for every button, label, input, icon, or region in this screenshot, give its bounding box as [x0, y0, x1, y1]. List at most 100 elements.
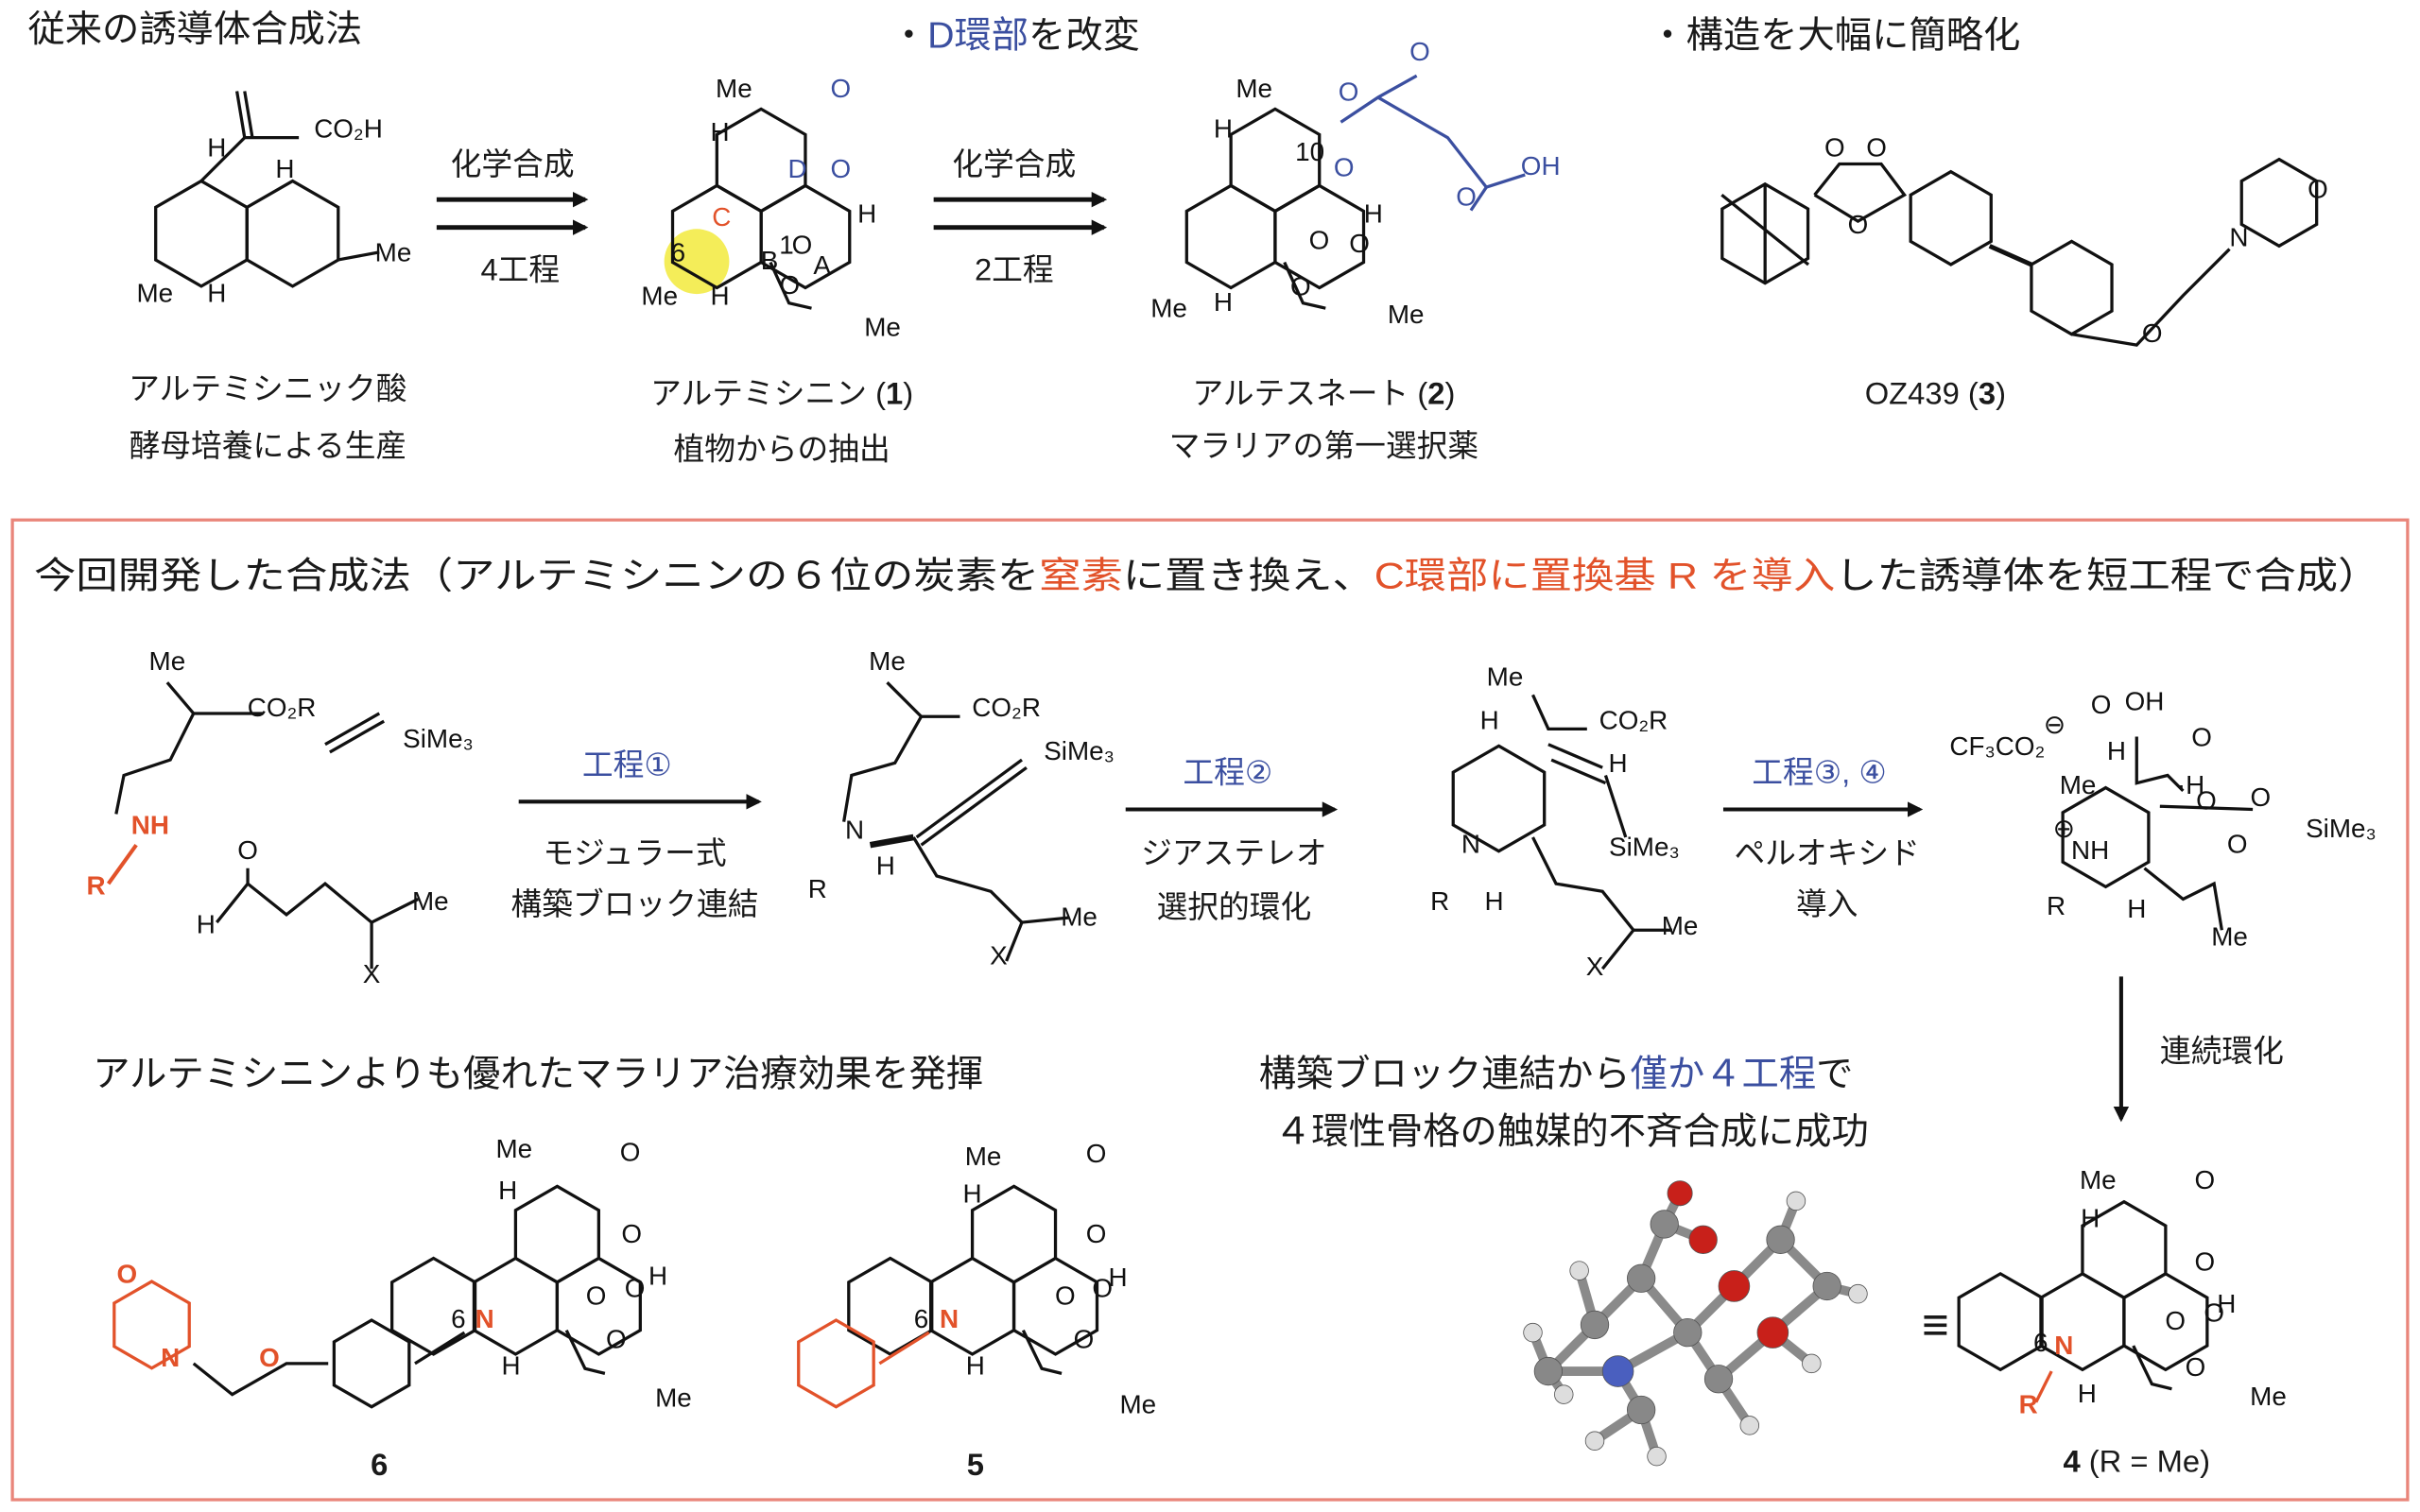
- atom-label-aa: CO₂H: [314, 114, 383, 144]
- bond: [243, 91, 254, 138]
- bond: [1531, 694, 1587, 730]
- atom-label-aa: Me: [136, 278, 173, 307]
- ring-lactone: [715, 107, 807, 214]
- atom-label-i3: H: [2107, 736, 2126, 765]
- model-atom: [1523, 1322, 1543, 1343]
- ring-left: [1184, 183, 1277, 290]
- ring-left: [2039, 1271, 2126, 1372]
- atom-label-i2: N: [1461, 829, 1480, 858]
- model-atom: [1756, 1316, 1789, 1349]
- step-2-arrow: 工程② ジアステレオ 選択的環化: [1125, 755, 1339, 924]
- bond: [1547, 743, 1603, 769]
- atom-label-i3: R: [2047, 891, 2066, 920]
- atom-label-oz: O: [2142, 318, 2163, 348]
- atom-label-c6: Me: [495, 1134, 532, 1163]
- atom-label-as: OH: [1521, 151, 1561, 180]
- atom-label-i1: R: [808, 874, 827, 903]
- step-1-arrow: 工程① モジュラー式 構築ブロック連結: [511, 747, 762, 921]
- atom-label-c5: O: [1086, 1139, 1107, 1168]
- atom-label-art: Me: [864, 312, 901, 341]
- atom-label-c4: H: [2217, 1289, 2236, 1318]
- ring-b: [245, 179, 340, 288]
- atom-label-c6: H: [501, 1350, 520, 1380]
- atom-label-art: Me: [716, 74, 752, 103]
- atom-label-c5: 6: [914, 1304, 928, 1333]
- atom-label-i3: O: [2250, 782, 2271, 812]
- atom-label-c4: O: [2204, 1298, 2224, 1328]
- model-atom: [1703, 1365, 1734, 1394]
- bond: [2071, 248, 2231, 347]
- atom-label-oz: O: [1848, 210, 1869, 239]
- morpholine: [112, 1280, 191, 1370]
- benzene: [2030, 239, 2114, 336]
- atom-label-c6: H: [498, 1176, 517, 1205]
- bond: [337, 250, 380, 262]
- bond: [192, 1362, 329, 1397]
- model-atom: [1580, 1310, 1610, 1340]
- bond: [1550, 758, 1607, 785]
- atom-label-c6: Me: [655, 1383, 692, 1413]
- bond: [1376, 95, 1526, 189]
- arrow-chem-synthesis-2-steps: 化学合成 2工程: [933, 146, 1108, 286]
- compound-6-label: 6: [371, 1447, 388, 1482]
- atom-label-i1: Me: [869, 646, 906, 676]
- bond: [216, 881, 419, 925]
- model-atom: [1848, 1283, 1868, 1304]
- atom-label-i3: ⊖: [2044, 710, 2066, 739]
- bond: [1005, 921, 1024, 962]
- atom-label-as: O: [1309, 226, 1330, 255]
- model-atom: [1626, 1395, 1656, 1425]
- summary-line-1: 構築ブロック連結から僅か４工程で: [1259, 1054, 1854, 1095]
- bond: [878, 1331, 930, 1366]
- atom-label-i3: ⊕: [2053, 814, 2075, 843]
- atom-label-i2: R: [1430, 886, 1449, 916]
- atom-label-c4: O: [2195, 1247, 2216, 1277]
- caption-oz439: OZ439 (3): [1865, 375, 2006, 410]
- svg-text:OZ439 (3): OZ439 (3): [1865, 375, 2006, 410]
- atom-label-art: B: [761, 246, 779, 275]
- model-atom: [1802, 1353, 1822, 1374]
- atom-label-c6: H: [648, 1261, 667, 1290]
- summary-line-2: ４環性骨格の触媒的不斉合成に成功: [1274, 1110, 1869, 1152]
- svg-text:酵母培養による生産: 酵母培養による生産: [129, 428, 406, 463]
- atom-label-c5: O: [1074, 1324, 1095, 1353]
- atom-label-c4: O: [2186, 1352, 2206, 1382]
- model-atom: [1647, 1446, 1667, 1467]
- atom-label-sm: X: [363, 959, 381, 988]
- atom-label-i2: X: [1586, 952, 1604, 981]
- atom-label-c6: O: [620, 1137, 641, 1166]
- atom-label-c4: 6: [2033, 1328, 2048, 1357]
- atom-label-i2: H: [1609, 748, 1628, 778]
- atom-label-i1: SiMe₃: [1044, 736, 1115, 765]
- atom-label-art: C: [712, 202, 731, 232]
- atom-label-i1: H: [876, 850, 895, 880]
- atom-label-c4: H: [2081, 1204, 2100, 1233]
- atom-label-i2: Me: [1662, 911, 1699, 940]
- piperidine: [1451, 744, 1547, 853]
- ring-lactone: [970, 1184, 1058, 1284]
- bond: [1283, 261, 1326, 310]
- svg-text:連続環化: 連続環化: [2160, 1033, 2284, 1068]
- atom-label-i3: SiMe₃: [2306, 814, 2377, 843]
- atom-label-c4: N: [2054, 1331, 2073, 1360]
- atom-label-c6: O: [116, 1260, 137, 1289]
- model-atom: [1626, 1263, 1656, 1293]
- bond: [915, 758, 1023, 839]
- model-atom: [1786, 1191, 1806, 1211]
- atom-label-aa: H: [275, 154, 294, 183]
- model-atom: [1667, 1180, 1693, 1207]
- atom-label-i3: CF₃CO₂: [1949, 731, 2045, 761]
- atom-label-art: O: [831, 74, 852, 103]
- ring-lactone: [513, 1184, 600, 1284]
- svg-text:モジュラー式: モジュラー式: [543, 835, 726, 870]
- atom-label-art: O: [779, 270, 800, 300]
- cyclohexane: [1909, 169, 1993, 266]
- svg-text:化学合成: 化学合成: [952, 146, 1076, 181]
- atom-label-as: H: [1214, 114, 1233, 144]
- atom-label-i2: CO₂R: [1599, 705, 1668, 734]
- bond: [2034, 1370, 2053, 1403]
- model-atom: [1766, 1225, 1795, 1254]
- atom-label-art: H: [711, 117, 730, 146]
- atom-label-art: D: [787, 154, 806, 183]
